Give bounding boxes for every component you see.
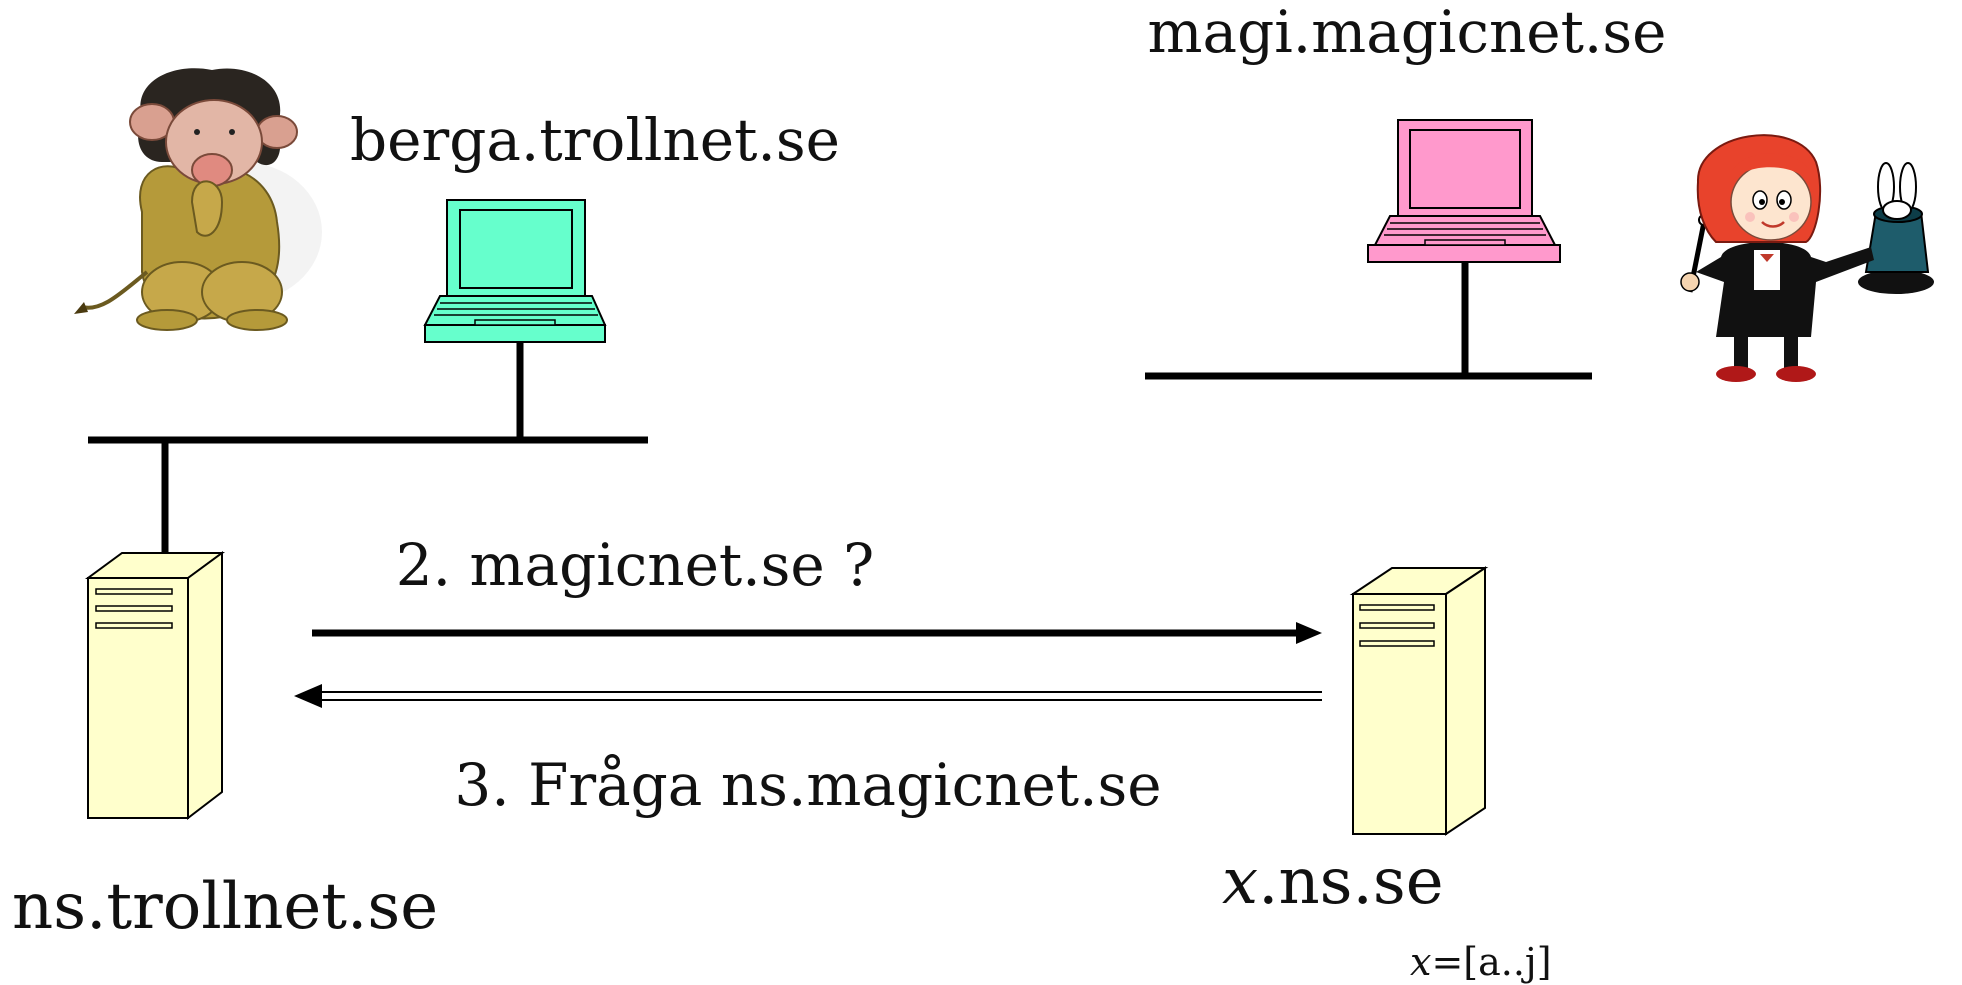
local-ns-server-icon bbox=[84, 551, 226, 821]
root-ns-var: x bbox=[1222, 845, 1258, 919]
target-laptop-icon bbox=[1367, 119, 1561, 263]
root-ns-range-value: =[a..j] bbox=[1431, 940, 1551, 984]
target-host-label: magi.magicnet.se bbox=[1148, 0, 1667, 66]
local-ns-label: ns.trollnet.se bbox=[12, 870, 438, 944]
referral-message-label: 3. Fråga ns.magicnet.se bbox=[454, 751, 1161, 819]
root-ns-label: x.ns.se bbox=[1222, 845, 1444, 919]
root-ns-server-icon bbox=[1349, 566, 1489, 836]
root-ns-suffix: .ns.se bbox=[1258, 845, 1443, 919]
query-message-label: 2. magicnet.se ? bbox=[396, 531, 875, 599]
network-cables bbox=[88, 262, 1592, 555]
root-ns-range-label: x=[a..j] bbox=[1410, 940, 1552, 984]
magician-icon bbox=[1680, 134, 1934, 382]
client-host-label: berga.trollnet.se bbox=[350, 106, 840, 174]
troll-icon bbox=[74, 68, 322, 331]
root-ns-range-var: x bbox=[1410, 940, 1431, 984]
referral-arrow bbox=[294, 684, 1322, 708]
query-arrow bbox=[312, 622, 1322, 644]
client-laptop-icon bbox=[423, 199, 607, 343]
